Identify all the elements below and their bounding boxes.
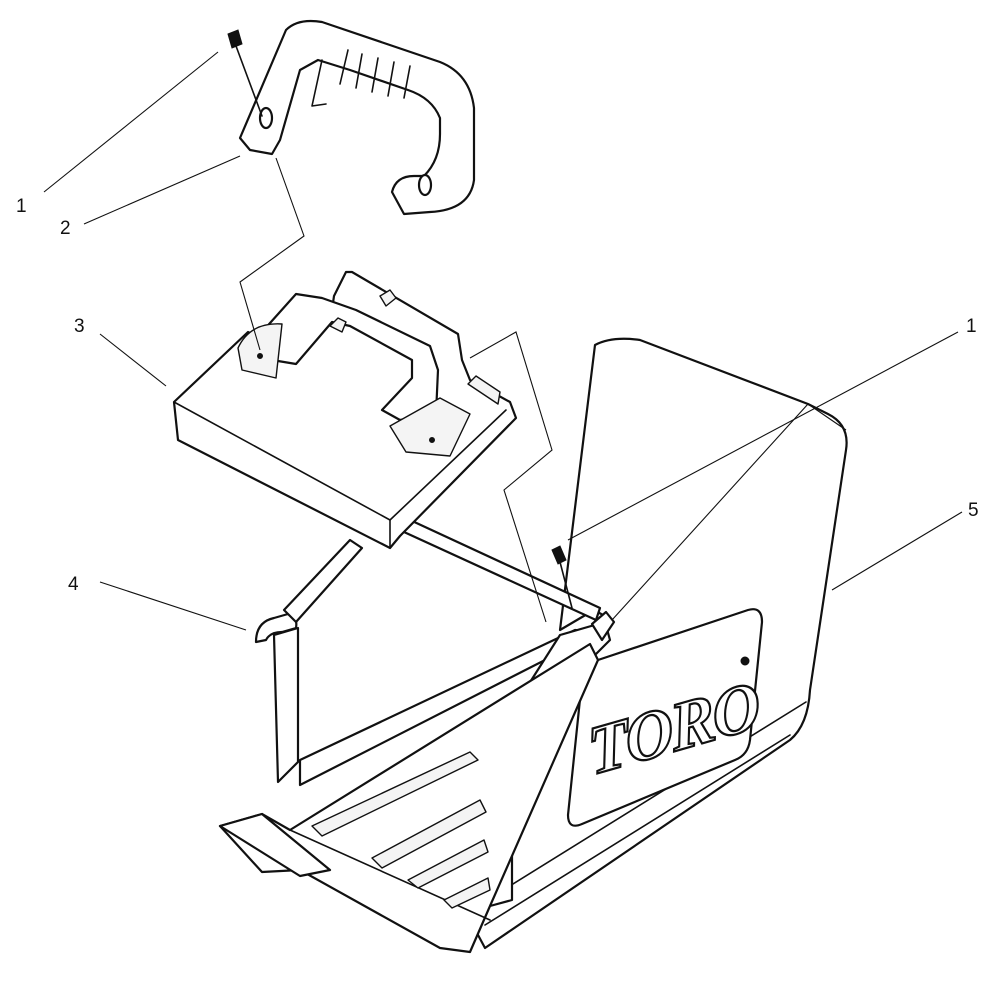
grass-bag-body: TORO — [468, 337, 848, 950]
callout-5: 5 — [968, 500, 979, 521]
leader-lines — [43, 51, 963, 631]
screw-upper — [227, 29, 263, 117]
bag-handle — [238, 19, 476, 216]
bag-floor — [218, 642, 600, 954]
screw-lower — [551, 545, 573, 609]
callout-1-upper: 1 — [16, 196, 27, 217]
assembly-guide-lines — [239, 157, 553, 623]
callout-3: 3 — [74, 316, 85, 337]
callout-4: 4 — [68, 574, 79, 595]
callout-2: 2 — [60, 218, 71, 239]
callout-1-lower: 1 — [966, 316, 977, 337]
logo-rivet — [740, 656, 750, 666]
bag-lid — [172, 270, 518, 550]
callout-labels: 1 2 3 1 4 5 — [16, 196, 979, 595]
